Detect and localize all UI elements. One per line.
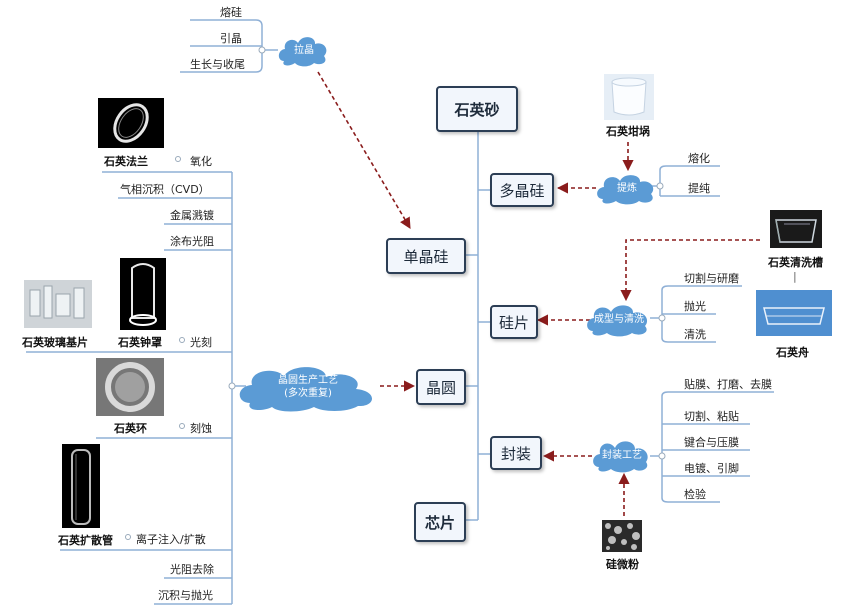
step-film-grind-remove: 贴膜、打磨、去膜 xyxy=(684,378,772,391)
step-deposit-polish: 沉积与抛光 xyxy=(158,589,213,602)
boat-image xyxy=(756,290,832,336)
cloud-refine-label: 提炼 xyxy=(617,182,637,194)
step-purify: 提纯 xyxy=(688,182,710,195)
step-strip-photoresist: 光阻去除 xyxy=(170,563,214,576)
cloud-refine[interactable]: 提炼 xyxy=(594,170,660,206)
step-cut-paste: 切割、粘贴 xyxy=(684,410,739,423)
cloud-packaging-process[interactable]: 封装工艺 xyxy=(590,436,654,474)
cloud-shaping-cleaning[interactable]: 成型与清洗 xyxy=(584,300,654,338)
cleaning-tank-caption: 石英清洗槽 xyxy=(768,256,823,269)
node-chip[interactable]: 芯片 xyxy=(414,502,466,542)
cloud-wafer-fab-label: 晶圆生产工艺 (多次重复) xyxy=(278,374,338,400)
node-wafer-slice[interactable]: 硅片 xyxy=(490,305,538,339)
cloud-shaping-cleaning-label: 成型与清洗 xyxy=(594,313,644,325)
silica-powder-image xyxy=(602,520,642,552)
step-plate-leads: 电镀、引脚 xyxy=(684,462,739,475)
ring-caption: 石英环 xyxy=(114,422,147,435)
step-bond-press: 键合与压膜 xyxy=(684,436,739,449)
boat-caption: 石英舟 xyxy=(776,346,809,359)
step-growth-finish: 生长与收尾 xyxy=(190,58,245,71)
step-oxidation: 氧化 xyxy=(190,155,212,168)
step-metal-sputter: 金属溅镀 xyxy=(170,209,214,222)
flange-caption: 石英法兰 xyxy=(104,155,148,168)
step-inspect: 检验 xyxy=(684,488,706,501)
node-packaging[interactable]: 封装 xyxy=(490,436,542,470)
step-coat-photoresist: 涂布光阻 xyxy=(170,235,214,248)
step-cvd: 气相沉积（CVD） xyxy=(120,183,210,196)
node-polysilicon[interactable]: 多晶硅 xyxy=(490,173,554,207)
step-etch: 刻蚀 xyxy=(190,422,212,435)
step-clean: 清洗 xyxy=(684,328,706,341)
node-wafer[interactable]: 晶圆 xyxy=(416,369,466,405)
step-seeding: 引晶 xyxy=(220,32,242,45)
silica-powder-caption: 硅微粉 xyxy=(606,558,639,571)
bell-jar-image xyxy=(120,258,166,330)
ring-image xyxy=(96,358,164,416)
diffusion-tube-caption: 石英扩散管 xyxy=(58,534,113,547)
glass-substrate-image xyxy=(24,280,92,328)
flange-image xyxy=(98,98,164,148)
node-monocrystal[interactable]: 单晶硅 xyxy=(386,238,466,274)
step-polish: 抛光 xyxy=(684,300,706,313)
crucible-image xyxy=(604,74,654,120)
diffusion-tube-image xyxy=(62,444,100,528)
cloud-crystal-pull-label: 拉晶 xyxy=(294,44,314,56)
step-lithography: 光刻 xyxy=(190,336,212,349)
cloud-wafer-fab[interactable]: 晶圆生产工艺 (多次重复) xyxy=(234,362,382,412)
cloud-wafer-fab-line2: (多次重复) xyxy=(284,388,332,399)
node-quartz-sand[interactable]: 石英砂 xyxy=(436,86,518,132)
bell-jar-caption: 石英钟罩 xyxy=(118,336,162,349)
cloud-crystal-pull[interactable]: 拉晶 xyxy=(276,32,332,68)
cloud-wafer-fab-line1: 晶圆生产工艺 xyxy=(278,375,338,386)
crucible-caption: 石英坩埚 xyxy=(606,125,650,138)
step-melting: 熔化 xyxy=(688,152,710,165)
cleaning-tank-image xyxy=(770,210,822,248)
glass-substrate-caption: 石英玻璃基片 xyxy=(22,336,88,349)
step-melt-silicon: 熔硅 xyxy=(220,6,242,19)
step-cut-grind: 切割与研磨 xyxy=(684,272,739,285)
step-ion-implant: 离子注入/扩散 xyxy=(136,533,206,546)
cloud-packaging-process-label: 封装工艺 xyxy=(602,449,642,461)
separator: | xyxy=(793,270,797,283)
